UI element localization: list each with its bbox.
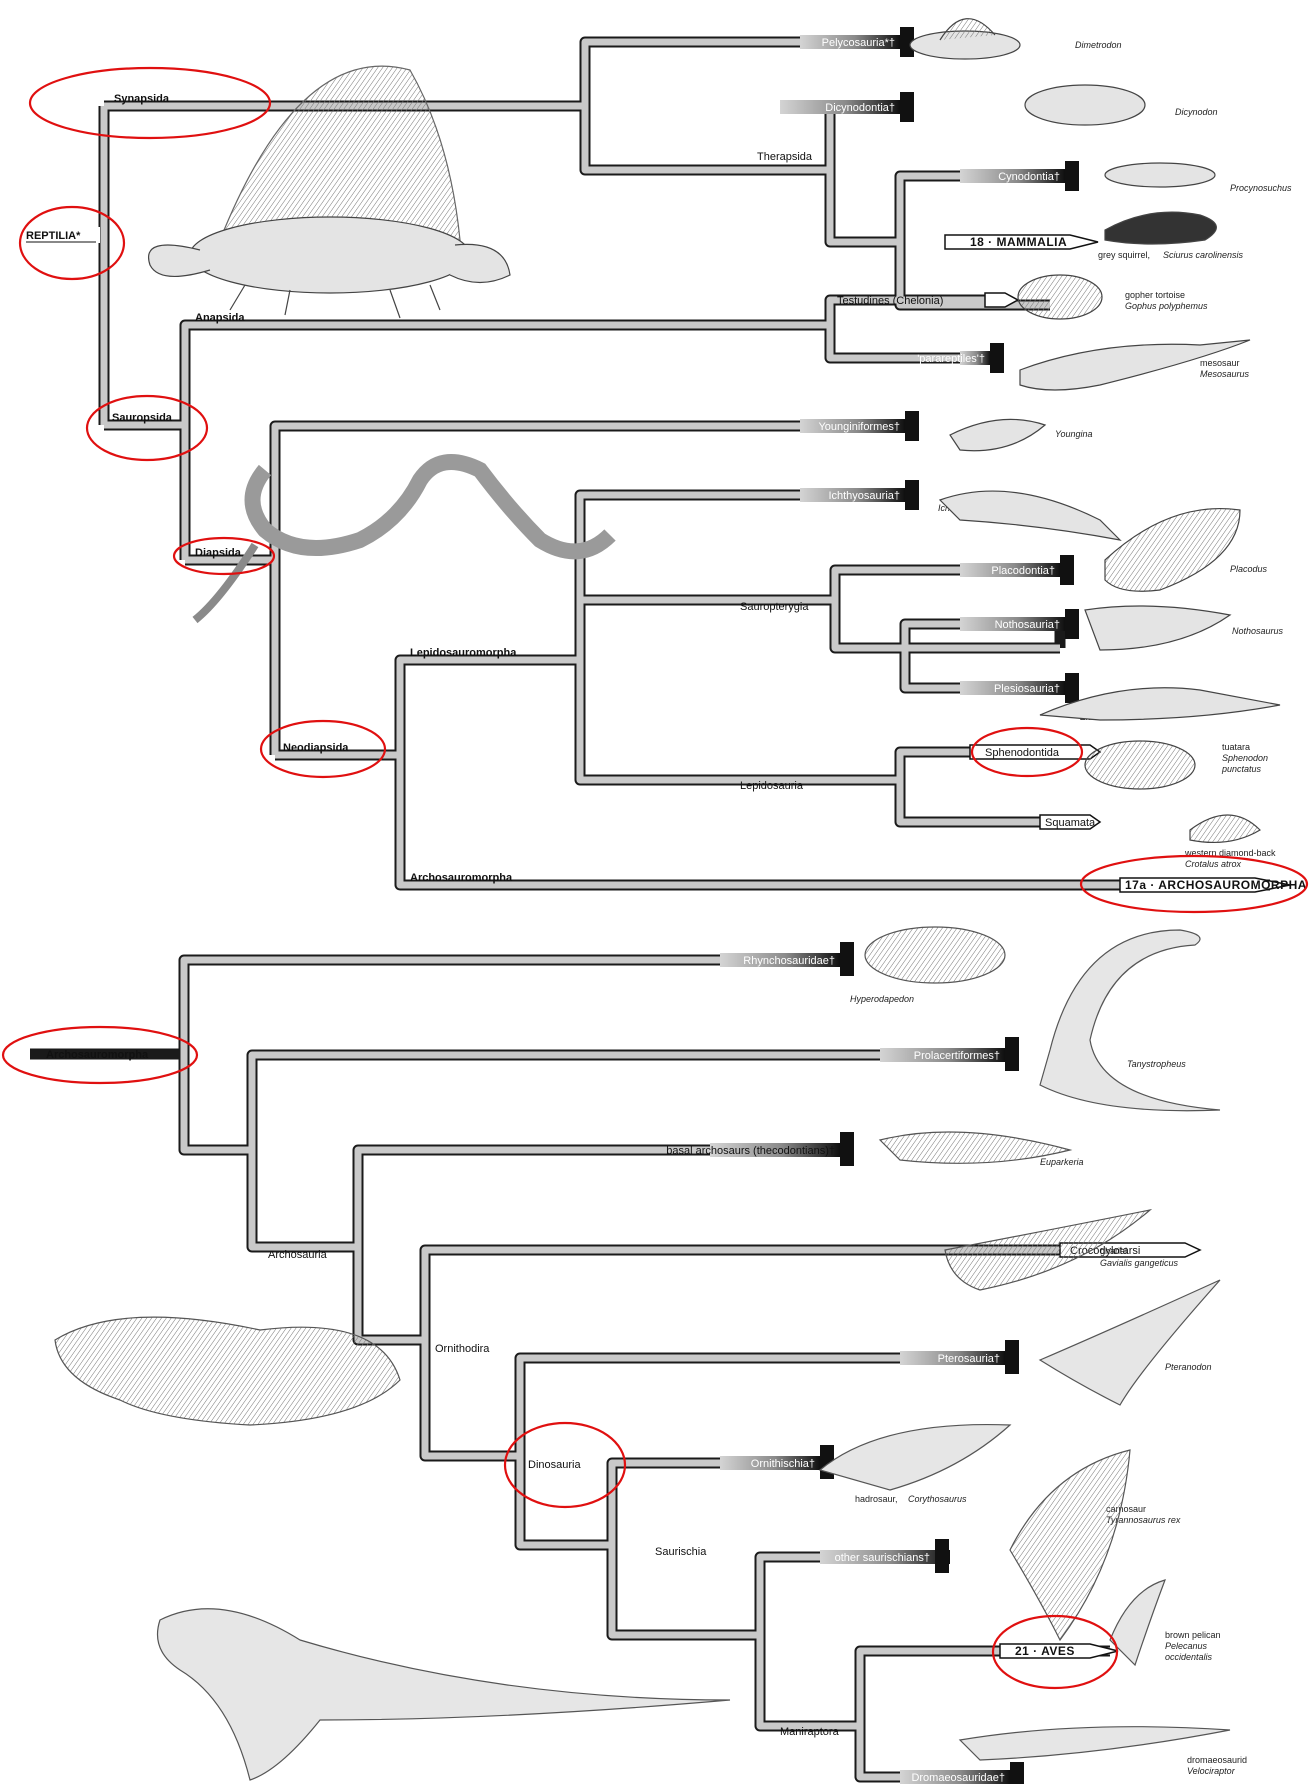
terminal-aves: 21 · AVES — [1015, 1644, 1075, 1658]
species-hadrosaur-common: hadrosaur, — [855, 1494, 898, 1504]
species-gharial-latin: Gavialis gangeticus — [1100, 1258, 1179, 1268]
terminal-archosauromorpha-ref: 17a · ARCHOSAUROMORPHA — [1125, 878, 1307, 892]
terminal-nothosauria: Nothosauria† — [995, 619, 1060, 631]
procynosuchus-icon — [1105, 163, 1215, 187]
species-hadrosaur-latin: Corythosaurus — [908, 1494, 967, 1504]
label-saurischia: Saurischia — [655, 1546, 707, 1558]
terminal-basal-archosaurs: basal archosaurs (thecodontians)† — [666, 1145, 835, 1157]
species-dromaeosaurid-common: dromaeosaurid — [1187, 1755, 1247, 1765]
species-dicynodon: Dicynodon — [1175, 107, 1218, 117]
tanystropheus-icon — [1040, 930, 1220, 1111]
highlight-rings — [3, 68, 1307, 1688]
label-ornithodira: Ornithodira — [435, 1343, 490, 1355]
terminal-mammalia: 18 · MAMMALIA — [970, 235, 1067, 249]
label-diapsida: Diapsida — [195, 547, 242, 559]
ichthyosaurus-icon — [940, 491, 1120, 540]
label-anapsida: Anapsida — [195, 312, 245, 324]
species-tuatara-latin1: Sphenodon — [1222, 753, 1268, 763]
species-youngina: Youngina — [1055, 429, 1093, 439]
dicynodon-icon — [1025, 85, 1145, 125]
terminal-pelycosauria: Pelycosauria*† — [822, 37, 895, 49]
species-squirrel-common: grey squirrel, — [1098, 250, 1150, 260]
species-procynosuchus: Procynosuchus — [1230, 183, 1292, 193]
youngina-icon — [950, 419, 1045, 450]
terminal-younginiformes: Younginiformes† — [818, 421, 900, 433]
label-sauropsida: Sauropsida — [112, 412, 173, 424]
terminal-dicynodontia: Dicynodontia† — [825, 102, 895, 114]
species-pelican-latin1: Pelecanus — [1165, 1641, 1208, 1651]
species-tuatara-common: tuatara — [1222, 742, 1250, 752]
terminal-squamata: Squamata — [1045, 817, 1096, 829]
terminal-cynodontia: Cynodontia† — [998, 171, 1060, 183]
label-lepidosauromorpha: Lepidosauromorpha — [410, 647, 517, 659]
label-therapsida: Therapsida — [757, 151, 813, 163]
species-mesosaur-latin: Mesosaurus — [1200, 369, 1250, 379]
terminal-ichthyosauria: Ichthyosauria† — [828, 490, 900, 502]
species-tanystropheus: Tanystropheus — [1127, 1059, 1186, 1069]
squirrel-icon — [1105, 212, 1216, 244]
tuatara-icon — [1085, 741, 1195, 789]
label-maniraptora: Maniraptora — [780, 1726, 840, 1738]
terminal-pterosauria: Pterosauria† — [938, 1353, 1000, 1365]
terminal-placodontia: Placodontia† — [991, 565, 1055, 577]
terminal-sphenodontida: Sphenodontida — [985, 747, 1060, 759]
hadrosaur-icon — [820, 1425, 1010, 1490]
species-dromaeosaurid-latin: Velociraptor — [1187, 1766, 1236, 1776]
tortoise-icon — [1018, 275, 1102, 319]
species-mesosaur-common: mesosaur — [1200, 358, 1240, 368]
species-rattlesnake-latin: Crotalus atrox — [1185, 859, 1242, 869]
species-pelican-common: brown pelican — [1165, 1630, 1221, 1640]
terminal-rhynchosauridae: Rhynchosauridae† — [743, 955, 835, 967]
terminal-dromaeosauridae: Dromaeosauridae† — [911, 1772, 1005, 1784]
species-dimetrodon: Dimetrodon — [1075, 40, 1122, 50]
label-neodiapsida: Neodiapsida — [283, 742, 349, 754]
carnosaur-icon — [1010, 1450, 1130, 1640]
species-nothosaurus: Nothosaurus — [1232, 626, 1284, 636]
species-squirrel-latin: Sciurus carolinensis — [1163, 250, 1244, 260]
terminal-testudines: Testudines (Chelonia) — [837, 295, 943, 307]
label-archosauromorpha-top: Archosauromorpha — [410, 872, 513, 884]
pteranodon-icon — [1040, 1280, 1220, 1405]
label-archosauromorpha-root: Archosauromorpha — [46, 1049, 149, 1061]
placodus-icon — [1105, 509, 1240, 592]
species-tortoise-common: gopher tortoise — [1125, 290, 1185, 300]
rattlesnake-icon — [1190, 815, 1260, 842]
terminal-plesiosauria: Plesiosauria† — [994, 683, 1060, 695]
label-lepidosauria: Lepidosauria — [740, 780, 804, 792]
snake-illustration — [195, 462, 610, 620]
species-hyperodapedon: Hyperodapedon — [850, 994, 914, 1004]
label-dinosauria: Dinosauria — [528, 1459, 581, 1471]
hyperodapedon-icon — [865, 927, 1005, 983]
rhynchosaur-large-illustration — [55, 1317, 400, 1425]
terminal-parareptiles: 'parareptiles'† — [917, 353, 985, 365]
species-tortoise-latin: Gophus polyphemus — [1125, 301, 1208, 311]
terminal-ornithischia: Ornithischia† — [751, 1458, 815, 1470]
label-reptilia: REPTILIA* — [26, 230, 81, 242]
nothosaurus-icon — [1085, 606, 1230, 650]
label-synapsida: Synapsida — [114, 93, 170, 105]
terminal-prolacertiformes: Prolacertiformes† — [914, 1050, 1000, 1062]
species-pteranodon: Pteranodon — [1165, 1362, 1212, 1372]
species-gharial-common: gharial — [1100, 1246, 1127, 1256]
label-sauropterygia: Sauropterygia — [740, 601, 809, 613]
terminal-other-saurischians: other saurischians† — [835, 1552, 930, 1564]
species-euparkeria: Euparkeria — [1040, 1157, 1084, 1167]
label-archosauria: Archosauria — [268, 1249, 328, 1261]
pelican-icon — [1110, 1580, 1165, 1665]
species-placodus: Placodus — [1230, 564, 1268, 574]
species-pelican-latin2: occidentalis — [1165, 1652, 1213, 1662]
species-tuatara-latin2: punctatus — [1221, 764, 1262, 774]
